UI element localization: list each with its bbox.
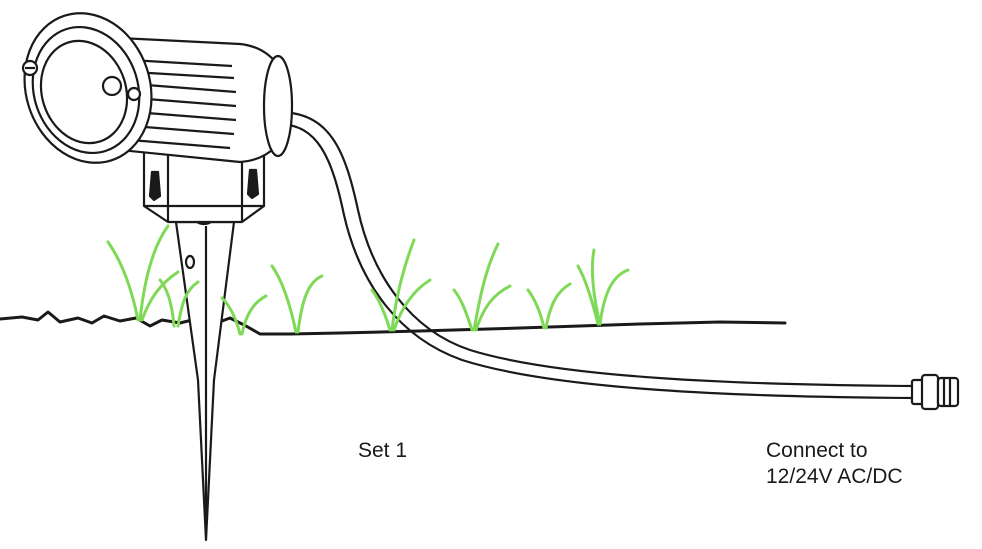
connect-label-line2: 12/24V AC/DC (766, 465, 903, 488)
grass-icon (106, 224, 630, 336)
spotlight-icon (21, 12, 294, 164)
ground-stake-icon (174, 216, 236, 542)
power-cable (276, 110, 918, 400)
connect-label-line1: Connect to (766, 439, 868, 462)
power-connection-label: Connect to 12/24V AC/DC (766, 438, 903, 490)
set-label: Set 1 (358, 439, 408, 462)
cable-connector-icon (910, 373, 960, 411)
